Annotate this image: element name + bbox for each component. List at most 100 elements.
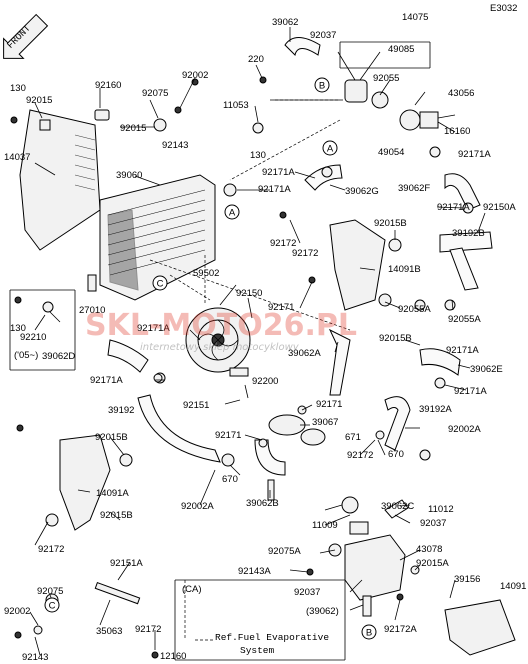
pipe-39192A — [384, 396, 411, 451]
connector-label: C — [157, 279, 164, 290]
part-callout: 92015B — [95, 432, 128, 443]
hose-39062G — [304, 164, 343, 191]
part-callout: 49085 — [388, 44, 414, 55]
part-callout: 92171A — [262, 167, 295, 178]
part-callout: 92015B — [100, 510, 133, 521]
part-callout: 39192 — [108, 405, 134, 416]
leader-lines — [9, 27, 486, 661]
part-callout: 39062G — [345, 186, 379, 197]
part-callout: 92172 — [135, 624, 161, 635]
part-callout: 92055A — [448, 314, 481, 325]
part-callout: 92160 — [95, 80, 121, 91]
part-callout: 92002 — [182, 70, 208, 81]
hose-39062B — [254, 439, 286, 476]
diagram-code: E3032 — [490, 3, 517, 14]
part-callout: 43056 — [448, 88, 474, 99]
part-callout: 92151 — [183, 400, 209, 411]
part-callout: 11012 — [428, 504, 454, 515]
reserve-tank — [344, 521, 406, 601]
part-callout: 92055 — [373, 73, 399, 84]
part-callout: 92172 — [347, 450, 373, 461]
part-callout: 39062 — [272, 17, 298, 28]
part-callout: 130 — [10, 323, 26, 334]
part-callout: 92002A — [181, 501, 214, 512]
part-callout: 130 — [250, 150, 266, 161]
connector-label: C — [49, 601, 56, 612]
part-callout: 92200 — [252, 376, 278, 387]
radiator-shroud — [19, 109, 101, 251]
part-callout: 92143 — [22, 652, 48, 663]
part-callout: 92171 — [215, 430, 241, 441]
part-callout: 39060 — [116, 170, 142, 181]
connector-circle-a: A — [322, 140, 338, 156]
part-callout: 92037 — [310, 30, 336, 41]
connector-label: A — [229, 208, 236, 219]
part-callout: 92055A — [398, 304, 431, 315]
connector-circle-b: B — [361, 624, 377, 640]
hose-39062A — [328, 328, 351, 396]
part-callout: 670 — [222, 474, 238, 485]
part-callout: 92143 — [162, 140, 188, 151]
water-pipe-right — [439, 231, 493, 253]
part-callout: 11009 — [312, 520, 338, 531]
part-callout: 14037 — [4, 152, 30, 163]
thermostat-housing — [344, 79, 439, 131]
part-callout: 92171A — [258, 184, 291, 195]
part-callout: (39062) — [306, 606, 339, 617]
part-callout: 14091A — [96, 488, 129, 499]
part-callout: 670 — [388, 449, 404, 460]
connector-markers: A A B B C C — [44, 77, 377, 640]
part-callout: 14075 — [402, 12, 428, 23]
shroud-bracket-right — [329, 219, 386, 311]
ref-note-line1: Ref.Fuel Evaporative — [215, 632, 329, 643]
pipe-39192 — [137, 394, 221, 463]
part-callout: 92150A — [483, 202, 516, 213]
part-callout: 220 — [248, 54, 264, 65]
part-callout: 27010 — [79, 305, 105, 316]
part-callout: 92002 — [4, 606, 30, 617]
part-callout: 671 — [345, 432, 361, 443]
part-callout: (CA) — [182, 584, 202, 595]
part-callout: 39067 — [312, 417, 338, 428]
part-callout: 92002A — [448, 424, 481, 435]
part-callout: 92015 — [120, 123, 146, 134]
part-callout: 92171A — [90, 375, 123, 386]
part-callout: 39156 — [454, 574, 480, 585]
connector-circle-a: A — [224, 204, 240, 220]
part-callout: 12160 — [160, 651, 186, 662]
part-callout: 39062A — [288, 348, 321, 359]
connector-label: B — [319, 81, 325, 92]
part-callout: 14091B — [388, 264, 421, 275]
part-callout: 92015A — [416, 558, 449, 569]
part-callout: 92172 — [292, 248, 318, 259]
part-callout: 39062E — [470, 364, 503, 375]
part-callout: 92075 — [142, 88, 168, 99]
hose-39062C — [384, 499, 409, 519]
part-callout: 11053 — [223, 100, 249, 111]
part-callout: 92037 — [420, 518, 446, 529]
part-callout: 92075A — [268, 546, 301, 557]
part-callout: 39192B — [452, 228, 485, 239]
front-arrow: FRONT — [3, 13, 49, 59]
radiator-core — [99, 174, 216, 301]
part-callout: 92171A — [454, 386, 487, 397]
part-callout: 92075 — [37, 586, 63, 597]
part-callout: 92171A — [137, 323, 170, 334]
connector-circle-b: B — [314, 77, 330, 93]
reservoir-guard — [444, 599, 516, 656]
connector-label: A — [327, 144, 334, 155]
part-callout: 92015 — [26, 95, 52, 106]
part-callout: 92172 — [38, 544, 64, 555]
callout-labels: 39062 92037 14075 49085 220 92055 43056 11053 13… — [4, 12, 526, 663]
part-callout: 92171 — [268, 302, 294, 313]
part-callout: 39062B — [246, 498, 279, 509]
part-callout: 92172A — [384, 624, 417, 635]
part-callout: 49054 — [378, 147, 404, 158]
hose-39062D — [107, 339, 149, 373]
cooling-fan — [185, 307, 251, 373]
part-callout: 43078 — [416, 544, 442, 555]
part-callout: 130 — [10, 83, 26, 94]
part-callout: 39062D — [42, 351, 75, 362]
part-callout: 14091 — [500, 581, 526, 592]
connector-label: B — [366, 628, 372, 639]
